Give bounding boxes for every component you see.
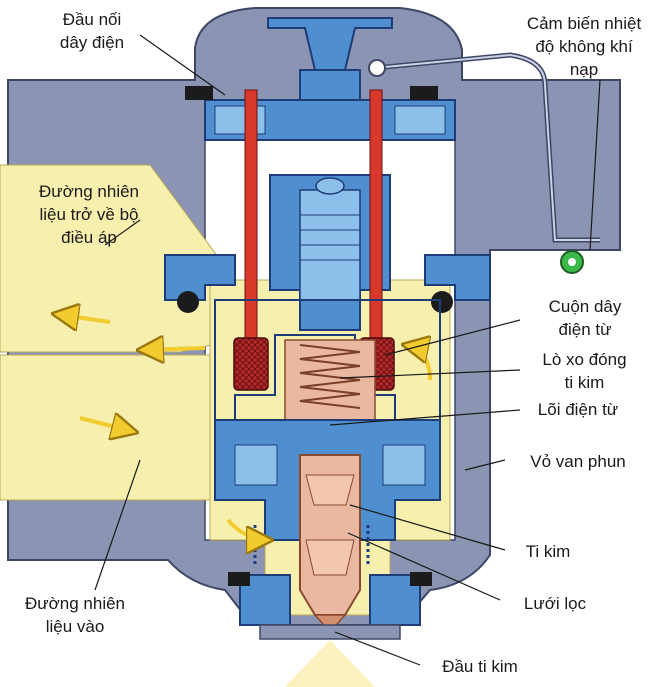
armature-knob	[315, 177, 345, 195]
label-filter: Lưới lọc	[523, 594, 587, 613]
needle-tip	[313, 614, 347, 634]
lower-body-insert-right	[382, 444, 426, 486]
label-fuel-return: Đường nhiên liệu trở về bộ điều áp	[38, 182, 140, 247]
label-fuel-inlet: Đường nhiên liệu vào	[24, 594, 126, 636]
air-temp-sensor-center	[568, 258, 576, 266]
lower-body-insert-left	[234, 444, 278, 486]
nozzle-housing	[239, 574, 421, 626]
wire-left	[244, 89, 258, 341]
top-seal-right	[410, 86, 438, 100]
needle-hex-upper	[305, 474, 355, 506]
left-flange	[164, 254, 236, 301]
sensor-tube-end	[368, 59, 386, 77]
label-needle: Ti kim	[525, 542, 571, 561]
label-needle-spring: Lò xo đóng ti kim	[542, 350, 627, 392]
top-plate-insert-right	[394, 105, 446, 135]
o-ring-right	[431, 291, 453, 313]
label-needle-tip: Đầu ti kim	[442, 657, 518, 676]
label-solenoid-core: Lõi điện từ	[537, 400, 619, 419]
solenoid-coil-left	[233, 337, 269, 391]
sensor-tube-highlight	[374, 53, 600, 241]
leader-lines	[94, 34, 601, 666]
fuel-inlet-passage	[0, 354, 211, 501]
fuel-flow-arrows	[55, 314, 432, 540]
nozzle-seal-right	[410, 572, 432, 586]
label-connector: Đầu nối dây điện	[59, 10, 125, 52]
needle-spring	[299, 344, 361, 409]
wire-right	[369, 89, 383, 341]
top-seal-left	[185, 86, 213, 100]
label-air-temp-sensor: Cảm biến nhiệt độ không khí nạp	[526, 14, 642, 79]
nozzle-seal-left	[228, 572, 250, 586]
needle-hex-lower	[305, 539, 355, 576]
o-ring-left	[177, 291, 199, 313]
fuel-spray	[285, 640, 375, 687]
label-injector-body: Vỏ van phun	[530, 452, 626, 471]
armature-ridges	[300, 214, 360, 261]
nozzle-plate	[259, 624, 401, 640]
right-flange	[424, 254, 491, 301]
label-solenoid-coil: Cuộn dây điện từ	[548, 297, 622, 339]
